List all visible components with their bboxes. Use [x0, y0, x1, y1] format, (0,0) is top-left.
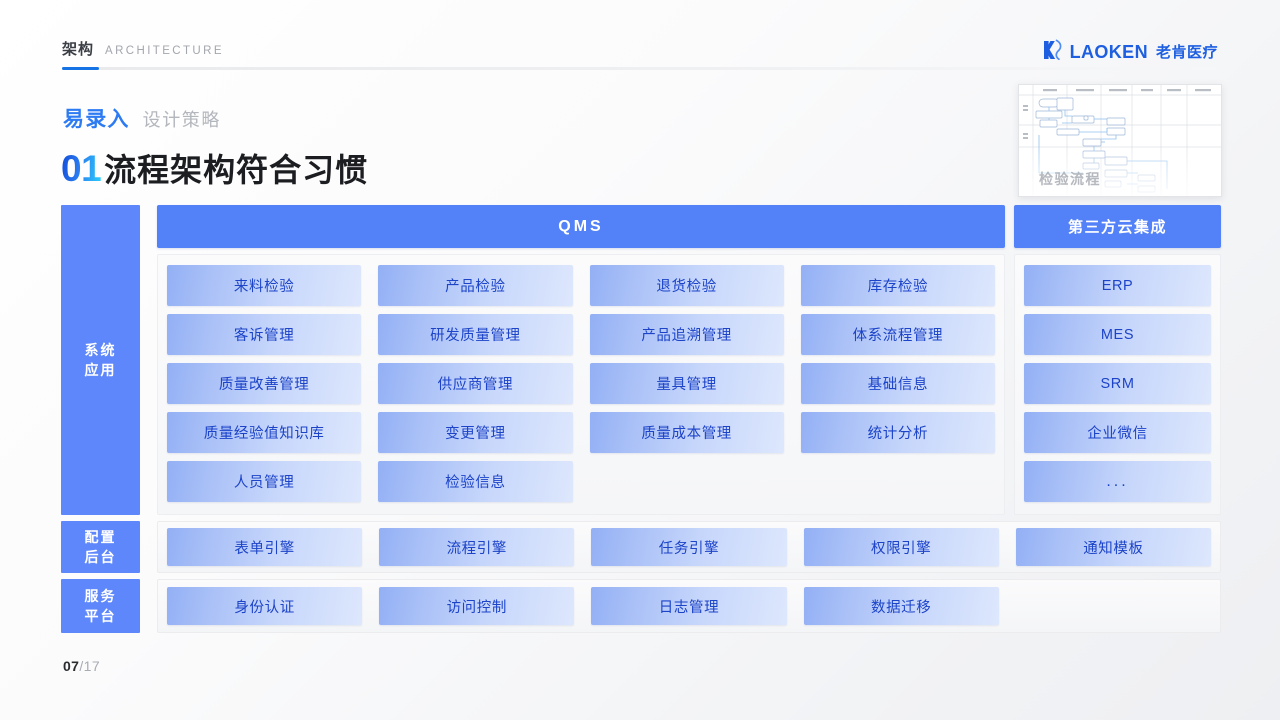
flowchart-thumbnail[interactable]: 检验流程 [1018, 84, 1222, 197]
qms-column-3: 退货检验 产品追溯管理 量具管理 质量成本管理 [589, 265, 784, 453]
tier-label-service-platform: 服务 平台 [61, 579, 140, 633]
module-cell[interactable]: 质量成本管理 [589, 412, 784, 453]
tier-spacer [140, 579, 157, 633]
engine-cell[interactable]: 通知模板 [1015, 528, 1211, 566]
service-cell[interactable]: 身份认证 [167, 587, 363, 625]
tier-spacer [140, 205, 157, 515]
panel-qms-body: 来料检验 客诉管理 质量改善管理 质量经验值知识库 人员管理 产品检验 研发质量… [157, 254, 1005, 515]
tier-label-applications-line1: 系统 [84, 341, 117, 358]
service-cell[interactable]: 访问控制 [379, 587, 575, 625]
breadcrumb-label-cn: 架构 [62, 41, 95, 58]
flowchart-thumbnail-label: 检验流程 [1039, 171, 1101, 187]
tier-label-configuration-line2: 后台 [84, 549, 117, 565]
breadcrumb-label-en: ARCHITECTURE [105, 45, 224, 57]
architecture-diagram: 系统 应用 QMS 来料检验 客诉管理 质量改善管理 质量经验值知识库 人员管理 [61, 205, 1221, 633]
nav-divider-rule [62, 67, 1217, 70]
tier-label-applications: 系统 应用 [61, 205, 140, 515]
module-cell[interactable]: 基础信息 [800, 363, 995, 404]
tier-row-configuration: 配置 后台 表单引擎 流程引擎 任务引擎 权限引擎 通知模板 [61, 521, 1221, 573]
tier-label-applications-line2: 应用 [84, 362, 117, 378]
page-number: 07/17 [63, 658, 100, 674]
cloud-item[interactable]: 企业微信 [1024, 412, 1211, 453]
engine-cell[interactable]: 权限引擎 [803, 528, 999, 566]
tier-label-service-platform-line2: 平台 [84, 608, 117, 624]
cloud-item[interactable]: ERP [1024, 265, 1211, 306]
engine-cell[interactable]: 表单引擎 [167, 528, 363, 566]
page-title: 01 流程架构符合习惯 [61, 145, 368, 191]
section-subtitle: 易录入 设计策略 [63, 103, 221, 133]
module-cell[interactable]: 检验信息 [378, 461, 573, 502]
qms-column-1: 来料检验 客诉管理 质量改善管理 质量经验值知识库 人员管理 [167, 265, 362, 502]
page-number-separator: / [79, 658, 84, 674]
module-cell[interactable]: 量具管理 [589, 363, 784, 404]
brand-logo: LAOKEN 老肯医疗 [1042, 39, 1218, 66]
section-subtitle-light: 设计策略 [142, 110, 222, 130]
module-cell[interactable]: 质量改善管理 [167, 363, 362, 404]
qms-module-grid: 来料检验 客诉管理 质量改善管理 质量经验值知识库 人员管理 产品检验 研发质量… [167, 265, 995, 502]
service-cell[interactable]: 数据迁移 [803, 587, 999, 625]
engine-cell[interactable]: 流程引擎 [379, 528, 575, 566]
page-title-text: 流程架构符合习惯 [104, 152, 369, 188]
breadcrumb: 架构 ARCHITECTURE [62, 38, 1217, 59]
service-cell-empty [1016, 587, 1211, 625]
module-cell[interactable]: 退货检验 [589, 265, 784, 306]
qms-column-2: 产品检验 研发质量管理 供应商管理 变更管理 检验信息 [378, 265, 573, 502]
tier-spacer [140, 521, 157, 573]
page-title-number: 01 [61, 148, 102, 189]
tier-row-applications: 系统 应用 QMS 来料检验 客诉管理 质量改善管理 质量经验值知识库 人员管理 [61, 205, 1221, 515]
tier-body-applications: QMS 来料检验 客诉管理 质量改善管理 质量经验值知识库 人员管理 产品检验 … [157, 205, 1221, 515]
module-cell[interactable]: 体系流程管理 [800, 314, 995, 355]
panel-qms-title: QMS [157, 205, 1005, 248]
tier-body-service-platform: 身份认证 访问控制 日志管理 数据迁移 [157, 579, 1221, 633]
module-cell[interactable]: 客诉管理 [167, 314, 362, 355]
module-cell[interactable]: 质量经验值知识库 [167, 412, 362, 453]
brand-name-en: LAOKEN [1069, 42, 1148, 62]
tier-body-configuration: 表单引擎 流程引擎 任务引擎 权限引擎 通知模板 [157, 521, 1221, 573]
tier-label-configuration-line1: 配置 [84, 528, 117, 545]
qms-column-4: 库存检验 体系流程管理 基础信息 统计分析 [800, 265, 995, 453]
module-cell[interactable]: 库存检验 [800, 265, 995, 306]
panel-third-party-cloud: 第三方云集成 ERP MES SRM 企业微信 ... [1014, 205, 1221, 515]
tier-row-service-platform: 服务 平台 身份认证 访问控制 日志管理 数据迁移 [61, 579, 1221, 633]
page-number-current: 07 [63, 658, 80, 674]
top-navigation: 架构 ARCHITECTURE [62, 38, 1217, 74]
laoken-k-mark-icon [1042, 39, 1065, 66]
module-cell[interactable]: 来料检验 [167, 265, 362, 306]
service-platform-strip: 身份认证 访问控制 日志管理 数据迁移 [157, 579, 1221, 633]
module-cell[interactable]: 人员管理 [167, 461, 362, 502]
cloud-item-list: ERP MES SRM 企业微信 ... [1024, 265, 1211, 502]
tier-label-configuration: 配置 后台 [61, 521, 140, 573]
engine-cell[interactable]: 任务引擎 [591, 528, 787, 566]
brand-name-cn: 老肯医疗 [1155, 43, 1218, 61]
panel-qms: QMS 来料检验 客诉管理 质量改善管理 质量经验值知识库 人员管理 产品检验 … [157, 205, 1005, 515]
module-cell[interactable]: 研发质量管理 [378, 314, 573, 355]
cloud-item-more[interactable]: ... [1024, 461, 1211, 502]
module-cell[interactable]: 变更管理 [378, 412, 573, 453]
panel-cloud-title: 第三方云集成 [1014, 205, 1221, 248]
module-cell[interactable]: 产品检验 [378, 265, 573, 306]
module-cell[interactable]: 供应商管理 [378, 363, 573, 404]
cloud-item[interactable]: SRM [1024, 363, 1211, 404]
tier-label-service-platform-line1: 服务 [84, 587, 117, 604]
module-cell-empty [801, 461, 995, 502]
page-number-total: 17 [83, 658, 101, 674]
module-cell[interactable]: 统计分析 [800, 412, 995, 453]
panel-cloud-body: ERP MES SRM 企业微信 ... [1014, 254, 1221, 515]
flowchart-thumbnail-graphic [1019, 85, 1221, 196]
service-cell[interactable]: 日志管理 [591, 587, 787, 625]
section-subtitle-strong: 易录入 [63, 108, 130, 131]
module-cell[interactable]: 产品追溯管理 [589, 314, 784, 355]
module-cell-empty [590, 461, 784, 502]
configuration-engine-strip: 表单引擎 流程引擎 任务引擎 权限引擎 通知模板 [157, 521, 1221, 573]
cloud-item[interactable]: MES [1024, 314, 1211, 355]
nav-active-indicator [62, 67, 99, 70]
